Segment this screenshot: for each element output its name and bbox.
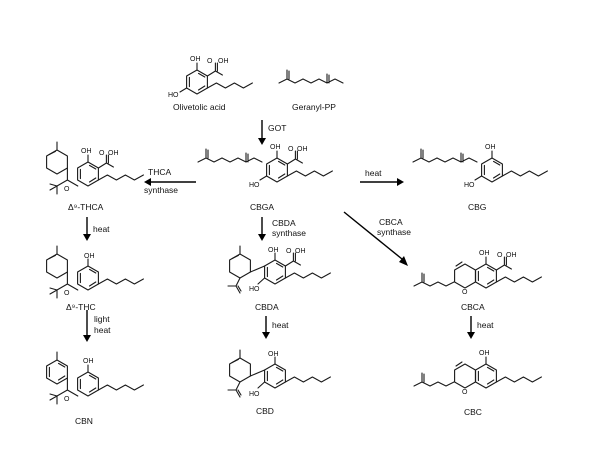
molecule-cbda: OH HO OH O	[227, 245, 331, 294]
label-heat-thc: heat	[93, 224, 110, 234]
name-cbga: CBGA	[250, 202, 274, 212]
label-thca-synthase-1: THCA	[148, 167, 171, 177]
name-thca: Δ⁹-THCA	[68, 202, 104, 212]
atom-ho: HO	[168, 92, 179, 99]
atom-o: O	[288, 146, 294, 153]
atom-oh: OH	[268, 247, 279, 254]
atom-oh: OH	[479, 250, 490, 257]
atom-oh: OH	[218, 58, 229, 65]
name-cbca: CBCA	[461, 302, 485, 312]
label-heat-cbd: heat	[272, 320, 289, 330]
molecule-olivetolic-acid: OH HO OH O	[168, 56, 253, 99]
atom-o: O	[64, 186, 70, 193]
name-cbg: CBG	[468, 202, 486, 212]
molecule-thca: OH O OH O	[46, 141, 144, 195]
atom-o: O	[497, 252, 503, 259]
molecule-cbc: OH O	[413, 350, 542, 396]
molecule-geranyl-pp	[278, 69, 344, 84]
atom-oh: OH	[270, 144, 281, 151]
label-cbca-synthase-2: synthase	[377, 227, 411, 237]
label-light-heat: heat	[94, 325, 111, 335]
arrow-heat-cbg	[360, 178, 404, 186]
name-cbd: CBD	[256, 406, 274, 416]
label-thca-synthase-2: synthase	[144, 185, 178, 195]
arrow-heat-cbd	[262, 316, 270, 339]
name-geranyl-pp: Geranyl-PP	[292, 102, 336, 112]
atom-oh: OH	[485, 144, 496, 151]
arrow-heat-thc	[83, 217, 91, 241]
molecule-thc: OH O	[46, 245, 144, 299]
atom-oh: OH	[83, 358, 94, 365]
atom-oh: OH	[479, 350, 490, 357]
atom-oh: OH	[81, 148, 92, 155]
name-cbc: CBC	[464, 407, 482, 417]
molecule-cbn: OH O	[46, 351, 144, 405]
name-thc: Δ⁹-THC	[66, 302, 96, 312]
atom-ho: HO	[249, 391, 260, 398]
label-cbda-synthase-2: synthase	[272, 228, 306, 238]
arrow-cbca-synthase	[343, 211, 408, 266]
molecule-cbd: OH HO	[227, 349, 331, 398]
arrow-cbda-synthase	[258, 217, 266, 241]
label-cbda-synthase-1: CBDA	[272, 218, 296, 228]
atom-o: O	[462, 389, 468, 396]
label-cbca-synthase-1: CBCA	[379, 217, 403, 227]
label-heat-cbg: heat	[365, 168, 382, 178]
atom-o: O	[286, 248, 292, 255]
atom-oh: OH	[108, 150, 119, 157]
atom-ho: HO	[464, 182, 475, 189]
label-light: light	[94, 314, 110, 324]
arrow-light-heat	[83, 310, 91, 342]
atom-oh: OH	[84, 253, 95, 260]
name-olivetolic-acid: Olivetolic acid	[173, 102, 226, 112]
arrow-got	[258, 120, 266, 145]
atom-oh: OH	[506, 252, 517, 259]
atom-o: O	[207, 58, 213, 65]
atom-o: O	[462, 289, 468, 296]
label-got: GOT	[268, 123, 286, 133]
name-cbn: CBN	[75, 416, 93, 426]
atom-oh: OH	[268, 351, 279, 358]
atom-oh: OH	[297, 146, 308, 153]
arrow-thca-synthase	[144, 178, 196, 186]
name-cbda: CBDA	[255, 302, 279, 312]
atom-oh: OH	[295, 248, 306, 255]
molecule-cbca: OH O OH O	[413, 250, 542, 296]
arrow-heat-cbc	[467, 316, 475, 339]
atom-o: O	[64, 290, 70, 297]
label-heat-cbc: heat	[477, 320, 494, 330]
atom-oh: OH	[190, 56, 201, 63]
atom-o: O	[64, 396, 70, 403]
atom-ho: HO	[249, 182, 260, 189]
molecule-cbga: OH HO OH O	[197, 144, 333, 189]
atom-ho: HO	[249, 286, 260, 293]
atom-o: O	[99, 150, 105, 157]
molecule-cbg: OH HO	[412, 144, 548, 189]
